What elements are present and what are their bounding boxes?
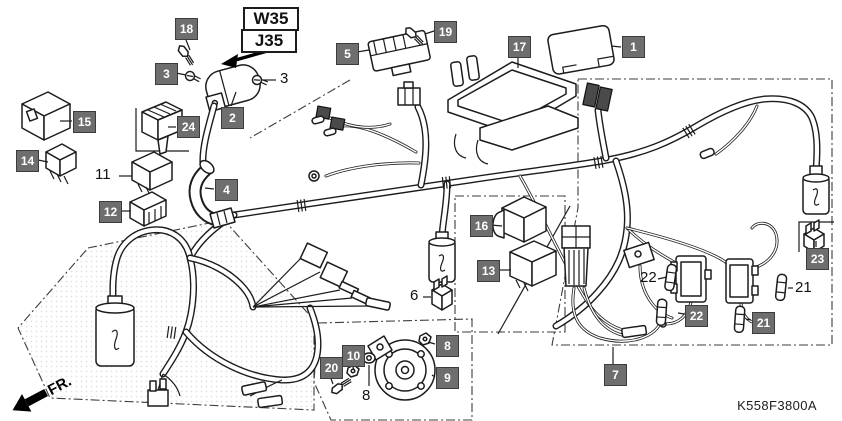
ref-code-j35: J35 bbox=[241, 29, 297, 53]
rectifier-unit bbox=[367, 29, 431, 77]
callout-badge-4: 4 bbox=[215, 179, 238, 201]
callout-badge-19: 19 bbox=[434, 21, 457, 43]
dashed-region-horn bbox=[313, 318, 473, 421]
branch-connectors bbox=[308, 81, 715, 339]
callout-badge-3: 3 bbox=[155, 63, 178, 85]
fuse-holder-left bbox=[670, 255, 712, 303]
fuse-holder-right bbox=[725, 258, 759, 304]
relay-14 bbox=[45, 143, 77, 185]
callout-badge-1: 1 bbox=[622, 36, 645, 58]
callout-badge-22: 22 bbox=[685, 305, 708, 327]
callout-badge-8: 8 bbox=[436, 335, 459, 357]
condenser-middle bbox=[428, 231, 456, 283]
callout-badge-10: 10 bbox=[342, 345, 365, 367]
subharness-main-connector bbox=[561, 225, 655, 287]
part-12-connector bbox=[129, 191, 167, 227]
bracket-part-24 bbox=[135, 108, 189, 152]
coil-reference-dash-line bbox=[249, 79, 351, 139]
front-label: FR. bbox=[44, 372, 75, 399]
callout-badge-24: 24 bbox=[177, 116, 200, 138]
callout-badge-18: 18 bbox=[175, 18, 198, 40]
spark-plug-wire-and-cap bbox=[195, 106, 236, 229]
horn bbox=[367, 335, 436, 401]
callout-text-21: 21 bbox=[795, 279, 812, 296]
callout-badge-20: 20 bbox=[320, 357, 343, 379]
battery-tray bbox=[447, 55, 579, 165]
callout-badge-9: 9 bbox=[436, 367, 459, 389]
part-23-clip bbox=[803, 219, 825, 253]
part-6-clip bbox=[431, 275, 453, 311]
callout-badge-14: 14 bbox=[16, 150, 39, 172]
relay-11 bbox=[131, 151, 173, 196]
callout-badge-17: 17 bbox=[508, 36, 531, 58]
part-24-cdi-unit bbox=[141, 101, 183, 155]
callout-badge-5: 5 bbox=[336, 43, 359, 65]
callout-text-22: 22 bbox=[640, 269, 657, 286]
bracket-part-23 bbox=[798, 221, 834, 252]
horn-fasteners bbox=[329, 332, 432, 397]
callout-text-6: 6 bbox=[410, 287, 419, 304]
callout-badge-12: 12 bbox=[99, 201, 122, 223]
ref-code-w35: W35 bbox=[243, 7, 299, 31]
callout-text-11: 11 bbox=[95, 166, 111, 183]
relay-16 bbox=[492, 196, 547, 243]
callout-badge-23: 23 bbox=[806, 248, 829, 270]
callout-text-3: 3 bbox=[280, 70, 289, 87]
front-subharness-connectors bbox=[147, 242, 391, 409]
ecu-unit bbox=[547, 24, 615, 75]
callout-badge-7: 7 bbox=[604, 364, 627, 386]
callout-badge-2: 2 bbox=[221, 107, 244, 129]
diagram-part-code: K558F3800A bbox=[737, 398, 817, 413]
dashed-region-subharness-7 bbox=[551, 78, 833, 346]
callout-badge-21: 21 bbox=[752, 312, 775, 334]
callout-badge-13: 13 bbox=[477, 260, 500, 282]
callout-badge-16: 16 bbox=[470, 215, 493, 237]
callout-badge-15: 15 bbox=[73, 111, 96, 133]
relay-15 bbox=[21, 91, 71, 141]
condenser-left bbox=[95, 295, 135, 367]
callout-text-8: 8 bbox=[362, 387, 371, 404]
relay-13 bbox=[509, 240, 557, 292]
condenser-right bbox=[802, 165, 830, 215]
front-arrow-bar bbox=[24, 388, 48, 407]
